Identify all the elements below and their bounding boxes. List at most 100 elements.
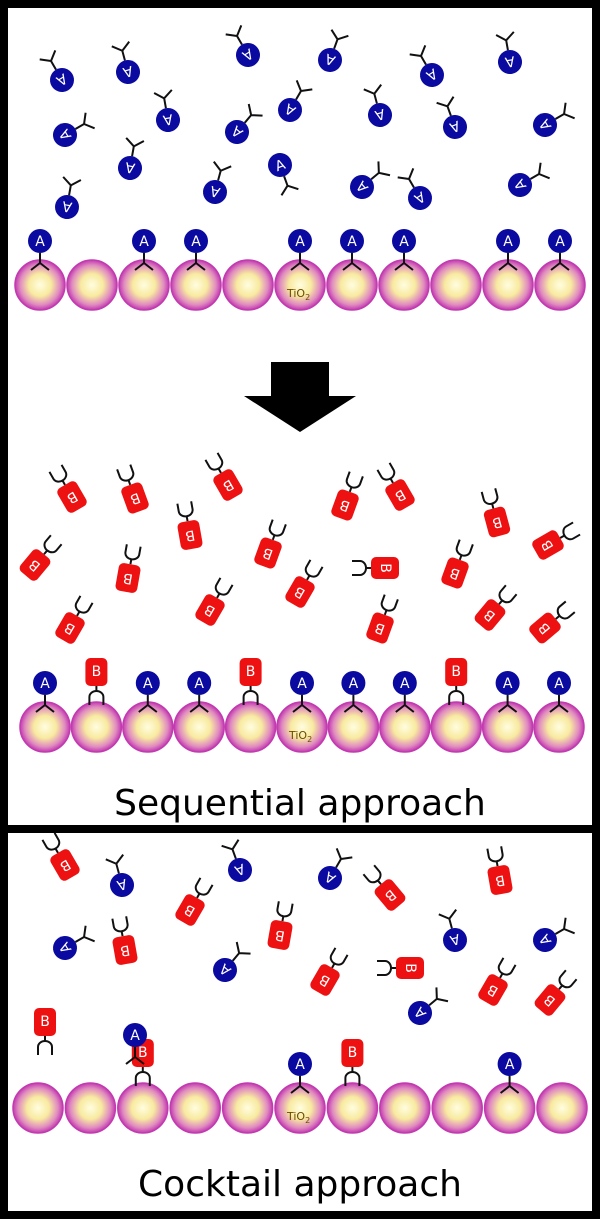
- antibody-a: A: [278, 80, 313, 122]
- antibody-a: A: [221, 839, 252, 882]
- antibody-b: B: [19, 534, 63, 581]
- antibody-b: B: [239, 658, 262, 705]
- antibody-b: B: [352, 557, 399, 579]
- antibody-a-label: A: [130, 1028, 140, 1044]
- antibody-a: A: [268, 153, 299, 196]
- antibody-b-label: B: [184, 526, 196, 543]
- antibody-a: A: [290, 671, 314, 713]
- antibody-a: A: [497, 1052, 522, 1094]
- tio2-particle: [327, 701, 380, 753]
- antibody-a-label: A: [61, 197, 74, 214]
- antibody-b: B: [377, 957, 424, 979]
- antibody-a: A: [33, 671, 57, 713]
- tio2-particle: [431, 1082, 483, 1134]
- antibody-b: B: [34, 1008, 56, 1055]
- antibody-a: A: [350, 161, 391, 199]
- tio2-particle: [70, 701, 123, 753]
- tio2-particle: [536, 1082, 588, 1134]
- antibody-b: B: [85, 658, 108, 705]
- tio2-particle: [117, 1082, 169, 1134]
- tio2-particle: [326, 1082, 379, 1134]
- antibody-a: A: [392, 671, 417, 713]
- tio2-label: TiO2: [286, 1110, 310, 1125]
- antibody-a: A: [111, 41, 140, 84]
- antibody-b: B: [474, 584, 518, 631]
- tio2-particle: [534, 259, 586, 311]
- antibody-a: A: [547, 671, 571, 713]
- tio2-particle: TiO2: [274, 259, 326, 311]
- antibody-a: A: [508, 162, 550, 197]
- antibody-b-label: B: [92, 664, 102, 680]
- tio2-particle: [12, 1082, 64, 1134]
- antibody-b: B: [115, 544, 142, 593]
- tio2-particle: [66, 259, 118, 311]
- antibody-b: B: [48, 464, 87, 513]
- antibody-a: A: [548, 229, 572, 271]
- antibody-a-label: A: [347, 234, 357, 250]
- antibody-a: A: [187, 671, 212, 713]
- antibody-a: A: [533, 102, 575, 137]
- antibody-a-label: A: [124, 158, 137, 175]
- antibody-a: A: [436, 96, 467, 139]
- caption-cocktail: Cocktail approach: [138, 1164, 462, 1205]
- antibody-b: B: [534, 969, 578, 1016]
- antibody-a: A: [288, 229, 312, 271]
- antibody-a: A: [318, 848, 353, 890]
- antibody-a: A: [496, 229, 520, 271]
- tio2-particle: TiO2: [274, 1082, 326, 1134]
- tio2-particle: [169, 1082, 221, 1134]
- antibody-b: B: [441, 539, 474, 589]
- antibody-a-label: A: [194, 676, 204, 692]
- tio2-particle: [173, 701, 225, 753]
- antibody-a: A: [203, 161, 232, 204]
- antibody-a: A: [288, 1052, 312, 1094]
- antibody-a: A: [53, 112, 95, 147]
- antibody-b: B: [478, 957, 517, 1006]
- antibody-b-label: B: [246, 664, 256, 680]
- tio2-particle: [14, 259, 66, 311]
- antibody-a: A: [118, 137, 145, 180]
- antibody-b: B: [529, 600, 576, 644]
- antibody-a-label: A: [400, 676, 410, 692]
- antibody-a: A: [341, 671, 366, 713]
- antibody-b: B: [362, 864, 406, 911]
- antibody-a: A: [153, 89, 180, 132]
- tio2-particle: [483, 1082, 536, 1134]
- antibody-a-label: A: [121, 62, 135, 80]
- antibody-a: A: [533, 917, 575, 952]
- caption-sequential: Sequential approach: [114, 783, 486, 824]
- antibody-a: A: [225, 25, 260, 67]
- tio2-particle: [326, 259, 378, 311]
- antibody-a: A: [53, 925, 95, 960]
- antibody-b: B: [331, 471, 364, 521]
- antibody-a-label: A: [505, 1057, 515, 1073]
- antibody-b-label: B: [138, 1045, 148, 1061]
- antibody-b-label: B: [402, 963, 418, 973]
- tio2-particle: [430, 259, 482, 311]
- antibody-a-label: A: [503, 676, 513, 692]
- antibody-a: A: [408, 987, 449, 1025]
- antibody-b-label: B: [490, 513, 503, 531]
- antibody-b-label: B: [274, 926, 286, 943]
- antibody-b: B: [310, 947, 349, 996]
- antibody-a: A: [392, 229, 416, 271]
- antibody-a-label: A: [295, 234, 305, 250]
- antibody-a-label: A: [139, 234, 149, 250]
- antibody-b: B: [254, 519, 287, 569]
- antibody-a: A: [225, 103, 263, 144]
- tio2-particle: [378, 259, 430, 311]
- antibody-b: B: [41, 832, 80, 881]
- tio2-particle: [224, 701, 277, 753]
- antibody-a: A: [105, 854, 134, 897]
- antibody-a: A: [397, 168, 432, 210]
- antibody-b-label: B: [377, 563, 393, 573]
- antibody-b: B: [195, 577, 234, 626]
- antibody-b: B: [204, 452, 243, 501]
- tio2-particle: [379, 1082, 431, 1134]
- antibody-a-label: A: [161, 110, 174, 127]
- antibody-a: A: [318, 29, 349, 72]
- tio2-particle: TiO2: [276, 701, 328, 753]
- tio2-particle: [221, 1082, 274, 1134]
- tio2-label: TiO2: [286, 287, 310, 302]
- antibody-a: A: [184, 229, 208, 271]
